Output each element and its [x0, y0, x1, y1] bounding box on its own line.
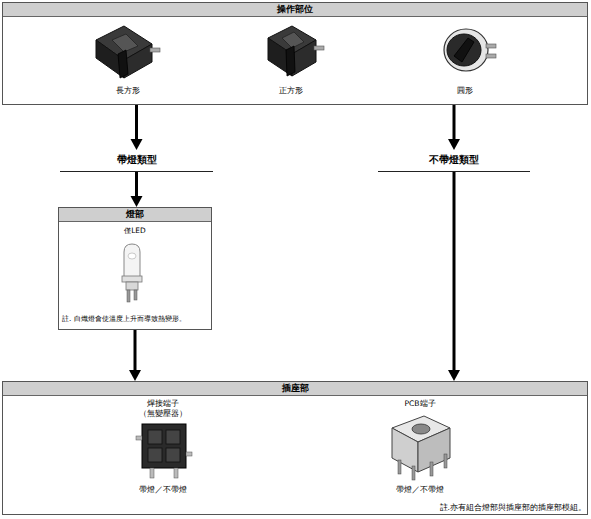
section-title: 插座部	[3, 382, 587, 396]
lamp-option-label: 帶燈／不帶燈	[380, 485, 460, 495]
branch-heading: 帶燈類型	[60, 150, 213, 172]
lamp-option-label: 帶燈／不帶燈	[123, 485, 203, 495]
flow-arrow	[448, 172, 460, 381]
flow-arrow	[129, 330, 141, 381]
note-text: 註. 白熾燈會使溫度上升而導致熱變形。	[62, 314, 210, 324]
flow-arrow	[448, 105, 460, 150]
branch-heading: 不帶燈類型	[378, 150, 530, 172]
terminal-label: PCB端子	[380, 399, 460, 409]
heading-text: 不帶燈類型	[378, 150, 530, 170]
flow-arrow	[131, 172, 143, 207]
heading-text: 帶燈類型	[60, 150, 213, 170]
shape-label: 長方形	[103, 86, 153, 96]
section-title: 燈部	[59, 208, 211, 222]
terminal-label: 焊接端子 （無變壓器）	[123, 399, 203, 419]
section-panel: 插座部	[2, 381, 588, 515]
note-text: 註.亦有組合燈部與插座部的插座部模組。	[340, 503, 586, 513]
shape-label: 圓形	[440, 86, 490, 96]
shape-label: 正方形	[266, 86, 316, 96]
flow-arrow	[131, 105, 143, 150]
part-caption: 僅LED	[59, 226, 211, 236]
section-panel: 燈部僅LED 註. 白熾燈會使溫度上升而導致熱變形。	[58, 207, 212, 330]
section-title: 操作部位	[3, 3, 587, 17]
